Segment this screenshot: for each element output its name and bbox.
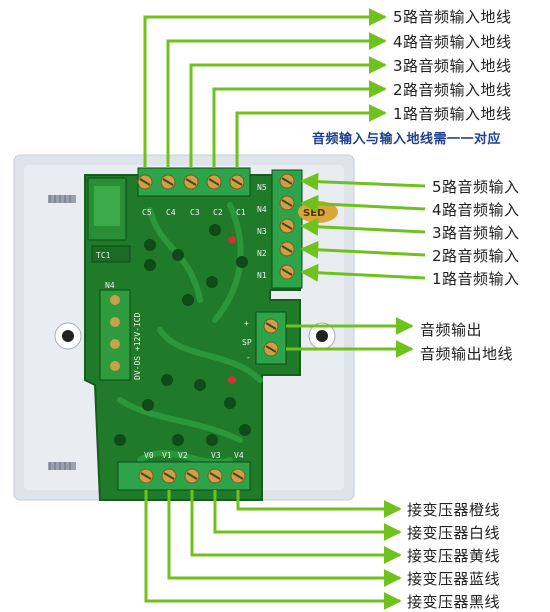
speaker-terminal-screw bbox=[263, 341, 279, 357]
label-audio-output: 音频输出 bbox=[420, 321, 483, 339]
bottom-terminal-screw bbox=[184, 468, 200, 484]
silk-vertical: DV-OS +12V-ICD bbox=[133, 312, 142, 380]
right-terminal-screw bbox=[279, 218, 295, 234]
right-terminal-screw bbox=[279, 173, 295, 189]
label-input-1: 1路音频输入 bbox=[432, 270, 520, 288]
bottom-terminal-block bbox=[117, 461, 251, 491]
label-input-3: 3路音频输入 bbox=[432, 224, 520, 242]
screw-top-left bbox=[48, 195, 76, 203]
speaker-terminal-screw bbox=[263, 318, 279, 334]
silk-c2: C2 bbox=[213, 208, 223, 217]
silk-tc1: TC1 bbox=[96, 251, 111, 260]
label-audio-output-ground: 音频输出地线 bbox=[420, 345, 514, 363]
svg-text:SED: SED bbox=[303, 208, 325, 219]
top-terminal-screw bbox=[137, 174, 153, 190]
silk-c4: C4 bbox=[166, 208, 176, 217]
speaker-terminal bbox=[255, 311, 287, 365]
label-transformer-blue: 接变压器蓝线 bbox=[407, 570, 501, 588]
arrow-top-ground bbox=[212, 80, 387, 168]
arrow-audio-input bbox=[300, 217, 426, 236]
silk-n4: N4 bbox=[257, 205, 267, 214]
silk-n2: N2 bbox=[257, 249, 267, 258]
silk-c5: C5 bbox=[142, 208, 152, 217]
top-terminal-screw bbox=[183, 174, 199, 190]
silk-v4: V4 bbox=[234, 451, 244, 460]
left-header bbox=[99, 289, 131, 381]
silk-sp-plus: + bbox=[244, 319, 249, 328]
label-top-4: 4路音频输入地线 bbox=[393, 33, 512, 51]
label-transformer-orange: 接变压器橙线 bbox=[407, 501, 501, 519]
arrow-top-ground bbox=[166, 32, 387, 168]
label-transformer-white: 接变压器白线 bbox=[407, 524, 501, 542]
arrow-audio-input bbox=[300, 263, 426, 282]
arrow-transformer-wire bbox=[144, 490, 402, 610]
bottom-terminal-screw bbox=[161, 468, 177, 484]
label-top-5: 5路音频输入地线 bbox=[393, 8, 512, 26]
label-top-2: 2路音频输入地线 bbox=[393, 81, 512, 99]
top-terminal-screw bbox=[206, 174, 222, 190]
top-terminal-block bbox=[137, 167, 251, 197]
relay bbox=[87, 177, 131, 263]
silk-n2-extra: N2 bbox=[272, 291, 282, 300]
label-input-4: 4路音频输入 bbox=[432, 201, 520, 219]
arrow-transformer-wire bbox=[190, 490, 402, 564]
label-top-1: 1路音频输入地线 bbox=[393, 105, 512, 123]
arrow-audio-input bbox=[300, 194, 426, 213]
wiring-note: 音频输入与输入地线需一一对应 bbox=[312, 132, 502, 147]
label-transformer-black: 接变压器黑线 bbox=[407, 593, 501, 611]
top-terminal-screw bbox=[229, 174, 245, 190]
silk-sp: SP bbox=[242, 338, 252, 347]
label-top-3: 3路音频输入地线 bbox=[393, 57, 512, 75]
arrow-transformer-wire bbox=[236, 490, 402, 518]
arrow-audio-input bbox=[300, 240, 426, 259]
arrow-audio-input bbox=[300, 172, 426, 191]
silk-sp-minus: - bbox=[246, 353, 251, 362]
arrow-top-ground bbox=[235, 104, 387, 168]
pcb-board bbox=[84, 174, 301, 501]
arrow-top-ground bbox=[143, 8, 387, 168]
right-terminal-screw bbox=[279, 195, 295, 211]
bottom-terminal-screw bbox=[138, 468, 154, 484]
arrow-top-ground bbox=[189, 56, 387, 168]
bottom-terminal-screw bbox=[207, 468, 223, 484]
silk-n1: N1 bbox=[257, 271, 267, 280]
right-terminal-screw bbox=[279, 241, 295, 257]
silk-n3: N3 bbox=[257, 227, 267, 236]
label-input-5: 5路音频输入 bbox=[432, 178, 520, 196]
top-terminal-screw bbox=[160, 174, 176, 190]
silk-v3: V3 bbox=[211, 451, 221, 460]
screw-bottom-left bbox=[48, 462, 76, 470]
bottom-terminal-screw bbox=[230, 468, 246, 484]
arrow-transformer-wire bbox=[167, 490, 402, 587]
arrow-transformer-wire bbox=[213, 490, 402, 541]
silk-v0: V0 bbox=[144, 451, 154, 460]
silk-v1: V1 bbox=[162, 451, 172, 460]
silk-n4-left: N4 bbox=[105, 281, 115, 290]
silk-v2: V2 bbox=[178, 451, 188, 460]
right-terminal-block bbox=[271, 169, 303, 289]
label-transformer-yellow: 接变压器黄线 bbox=[407, 547, 501, 565]
silk-c1: C1 bbox=[236, 208, 246, 217]
right-terminal-screw bbox=[279, 264, 295, 280]
silk-n5: N5 bbox=[257, 183, 267, 192]
label-input-2: 2路音频输入 bbox=[432, 247, 520, 265]
silk-c3: C3 bbox=[190, 208, 200, 217]
